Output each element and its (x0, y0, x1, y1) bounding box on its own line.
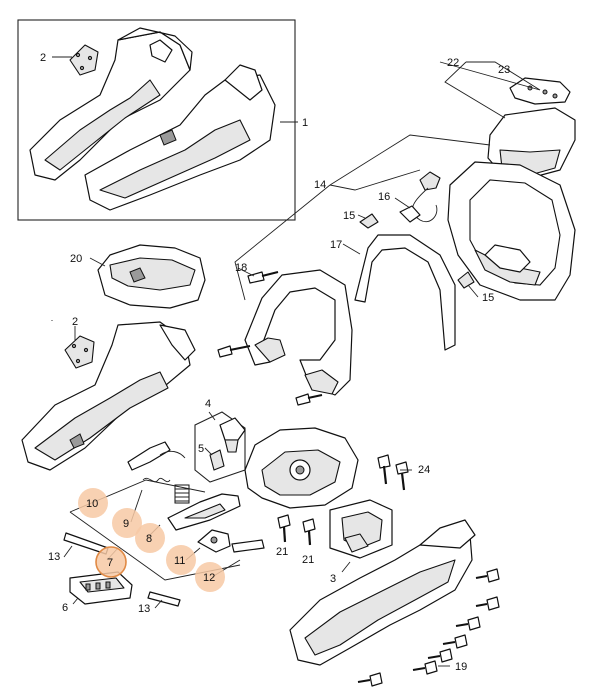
bent-handle-bar (354, 234, 456, 351)
screw-18b (217, 345, 251, 358)
callout-15-upper[interactable]: 15 (343, 210, 355, 222)
housing-shell-inset (29, 27, 276, 211)
bow-handle-frame (447, 161, 576, 301)
screw-18c (295, 393, 323, 406)
gasket-plate-inset (69, 44, 99, 76)
callout-21-left[interactable]: 21 (276, 546, 288, 558)
callout-labels: 1 2 2 3 4 5 6 7 8 9 10 11 12 13 13 14 15… (40, 52, 510, 673)
highlight-ring-7 (95, 546, 127, 578)
lever-10 (127, 441, 186, 471)
gasket-plate (64, 335, 95, 369)
gear-housing (244, 427, 359, 509)
slider-assembly-box (194, 411, 246, 483)
callout-22[interactable]: 22 (447, 57, 459, 69)
screw-24 (377, 454, 409, 491)
callout-23[interactable]: 23 (498, 64, 510, 76)
switch-plate (509, 77, 571, 105)
highlight-11 (166, 545, 196, 575)
highlight-9 (112, 508, 142, 538)
callout-24[interactable]: 24 (418, 464, 430, 476)
highlight-7 (96, 547, 126, 577)
screw-18 (247, 271, 279, 284)
spring-8 (174, 484, 190, 504)
switch-block-6 (69, 571, 133, 605)
highlight-10 (78, 488, 108, 518)
callout-16[interactable]: 16 (378, 191, 390, 203)
callout-6[interactable]: 6 (62, 602, 68, 614)
callout-12[interactable]: 12 (203, 572, 215, 584)
guide-13-lower (147, 591, 181, 607)
callout-19[interactable]: 19 (455, 661, 467, 673)
callout-15-lower[interactable]: 15 (482, 292, 494, 304)
slide-bar-11 (167, 493, 241, 531)
callout-13-lower[interactable]: 13 (138, 603, 150, 615)
spring-9 (142, 477, 171, 483)
highlight-12 (195, 562, 225, 592)
cover-plate-3 (329, 499, 393, 559)
callout-2[interactable]: 2 (72, 316, 78, 328)
callout-4[interactable]: 4 (205, 398, 211, 410)
motor-cover (97, 244, 206, 309)
callout-10[interactable]: 10 (86, 498, 98, 510)
callout-18[interactable]: 18 (235, 262, 247, 274)
callout-2-inset[interactable]: 2 (40, 52, 46, 64)
callout-14[interactable]: 14 (314, 179, 326, 191)
clip-15-lower (457, 271, 475, 289)
callout-1[interactable]: 1 (302, 117, 308, 129)
lever-12 (197, 529, 265, 553)
clip-15-upper (359, 213, 379, 229)
callout-17[interactable]: 17 (330, 239, 342, 251)
highlight-markers (78, 488, 225, 592)
screw-21 (277, 514, 316, 546)
callout-20[interactable]: 20 (70, 253, 82, 265)
highlight-8 (135, 523, 165, 553)
callout-13-upper[interactable]: 13 (48, 551, 60, 563)
inset-frame (17, 19, 296, 221)
callout-11[interactable]: 11 (174, 555, 185, 567)
callout-9[interactable]: 9 (123, 518, 129, 530)
callout-5[interactable]: 5 (198, 443, 204, 455)
screws-19 (357, 568, 500, 687)
callout-3[interactable]: 3 (330, 573, 336, 585)
right-housing-shell (289, 519, 476, 666)
callout-8[interactable]: 8 (146, 533, 152, 545)
left-housing-shell (21, 321, 196, 471)
callout-7[interactable]: 7 (107, 557, 113, 569)
switch-wire (399, 171, 441, 223)
front-handle-loop (244, 269, 353, 396)
callout-21-right[interactable]: 21 (302, 554, 314, 566)
